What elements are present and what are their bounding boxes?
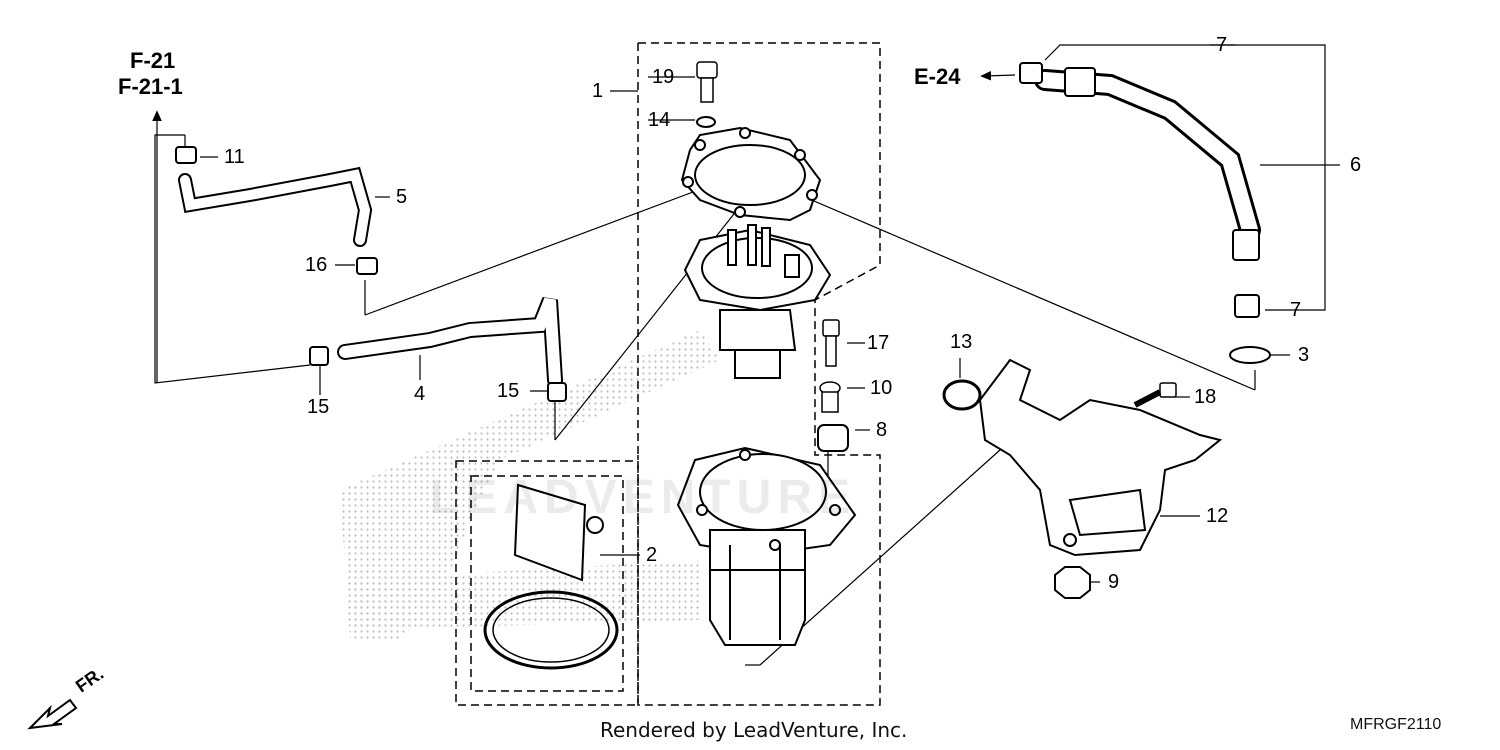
assembly-boundary-1 [637,42,881,706]
bracket-12 [978,358,1223,557]
clamp-16 [356,257,378,275]
callout-11: 11 [224,146,245,168]
callout-9: 9 [1108,571,1120,593]
callout-13: 13 [950,331,973,353]
callout-15-right: 15 [497,380,520,402]
front-arrow-icon [27,698,78,730]
collar-10 [819,381,841,413]
callout-1: 1 [592,80,604,102]
filter-screen [513,483,604,582]
fuel-tube-6 [1034,67,1261,261]
callout-7-bottom: 7 [1290,299,1302,321]
clip-7-bottom [1234,294,1260,318]
callout-14: 14 [648,109,671,131]
pump-housing [676,446,857,646]
rendered-by-credit: Rendered by LeadVenture, Inc. [600,718,908,742]
grommet-8 [817,424,849,452]
callout-8: 8 [876,419,888,441]
clamp-15-left [309,346,329,366]
hose-5 [178,166,373,247]
callout-17: 17 [867,332,890,354]
watermark: LEADVENTURE [430,471,857,524]
clamp-15-right [547,382,567,402]
damper-3 [1229,346,1271,364]
callout-6: 6 [1350,154,1362,176]
reference-f21: F-21 [130,48,176,73]
callout-10: 10 [870,377,893,399]
callout-7-top: 7 [1216,34,1228,56]
o-ring [483,590,619,670]
callout-5: 5 [396,186,408,208]
reference-e24: E-24 [914,64,961,89]
e24-arrow [980,71,1016,81]
callout-2: 2 [646,544,658,566]
bolt-17 [822,319,840,367]
reference-f21-1: F-21-1 [118,74,183,99]
callout-3: 3 [1298,344,1310,366]
callout-18: 18 [1194,386,1217,408]
nut-9 [1054,566,1091,599]
callout-19: 19 [652,66,675,88]
clip-7-top [1019,62,1043,84]
washer-14 [696,116,716,128]
fuel-pump-module [683,224,832,379]
callout-12: 12 [1206,505,1229,527]
diagram-code: MFRGF2110 [1350,716,1442,733]
callout-15-left: 15 [307,396,330,418]
callout-4: 4 [414,383,426,405]
callout-16: 16 [305,254,328,276]
grommet-13 [942,379,982,411]
clamp-11 [175,146,197,164]
gasket-plate [680,126,822,222]
bolt-18 [1133,382,1177,408]
bolt-19 [696,61,718,103]
assembly-boundary-2 [455,460,639,706]
